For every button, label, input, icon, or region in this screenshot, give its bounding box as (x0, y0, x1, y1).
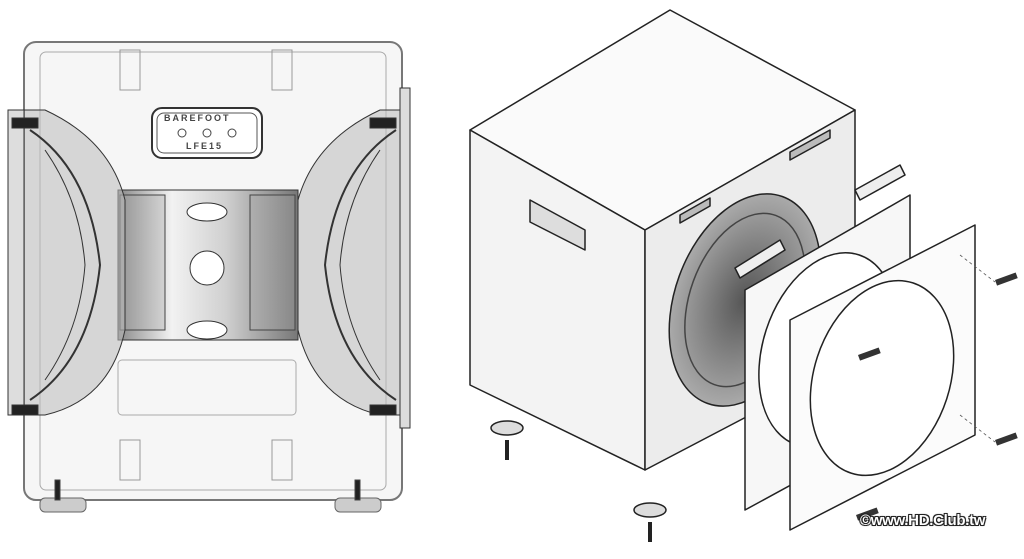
right-driver (297, 87, 411, 429)
brand-plate-text: BAREFOOT (164, 113, 231, 123)
screws (855, 272, 1018, 521)
exploded-isometric-view (469, 9, 1018, 542)
brand-plate (151, 107, 263, 159)
watermark: ©www.HD.Club.tw (860, 512, 986, 529)
left-driver (7, 109, 126, 416)
transparent-front-view (7, 41, 411, 513)
model-plate-text: LFE15 (186, 141, 224, 151)
